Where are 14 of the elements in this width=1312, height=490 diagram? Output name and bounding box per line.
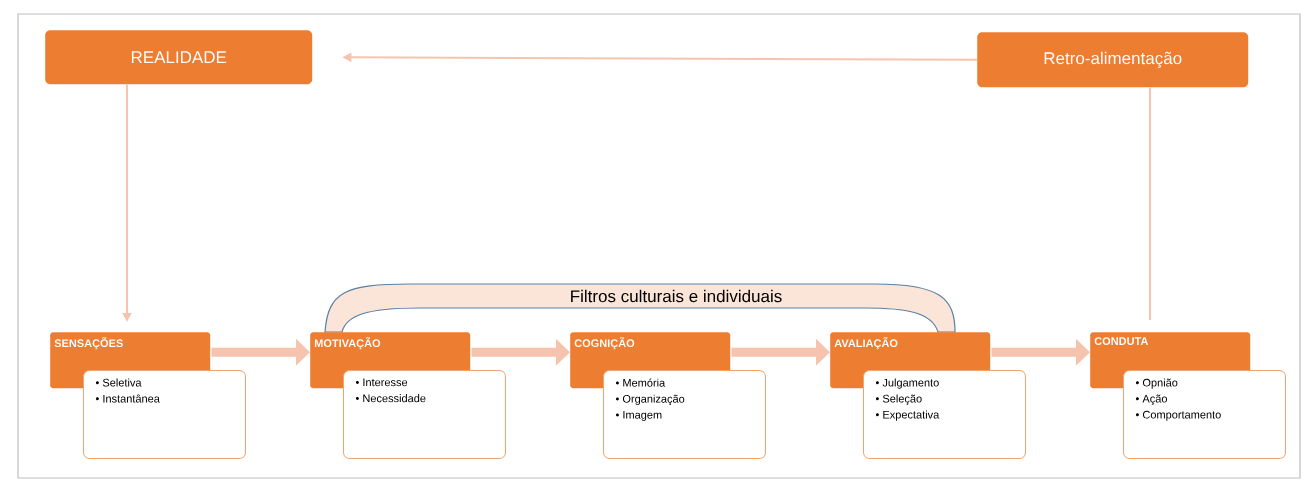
stage-box: MOTIVAÇÃO • Interesse • Necessidade (310, 332, 506, 459)
stage-box: COGNIÇÃO • Memória • Organização • Imagem (570, 332, 766, 459)
stage-box: CONDUTA • Opnião • Ação • Comportamento (1090, 332, 1286, 459)
node-label: AVALIAÇÃO (834, 337, 898, 350)
connector-line (1149, 86, 1151, 321)
filter-band: Filtros culturais e individuais (324, 283, 956, 333)
process-box: Retro-alimentação (977, 32, 1249, 88)
stage-box: AVALIAÇÃO • Julgamento • Seleção • Expectativa (830, 332, 1026, 459)
process-box: REALIDADE (45, 30, 313, 85)
node-label: COGNIÇÃO (574, 337, 635, 350)
node-label: SENSAÇÕES (54, 337, 123, 350)
node-label: MOTIVAÇÃO (314, 337, 381, 350)
node-label: CONDUTA (1094, 337, 1149, 345)
stage-box: SENSAÇÕES • Seletiva • Instantânea (50, 332, 246, 459)
